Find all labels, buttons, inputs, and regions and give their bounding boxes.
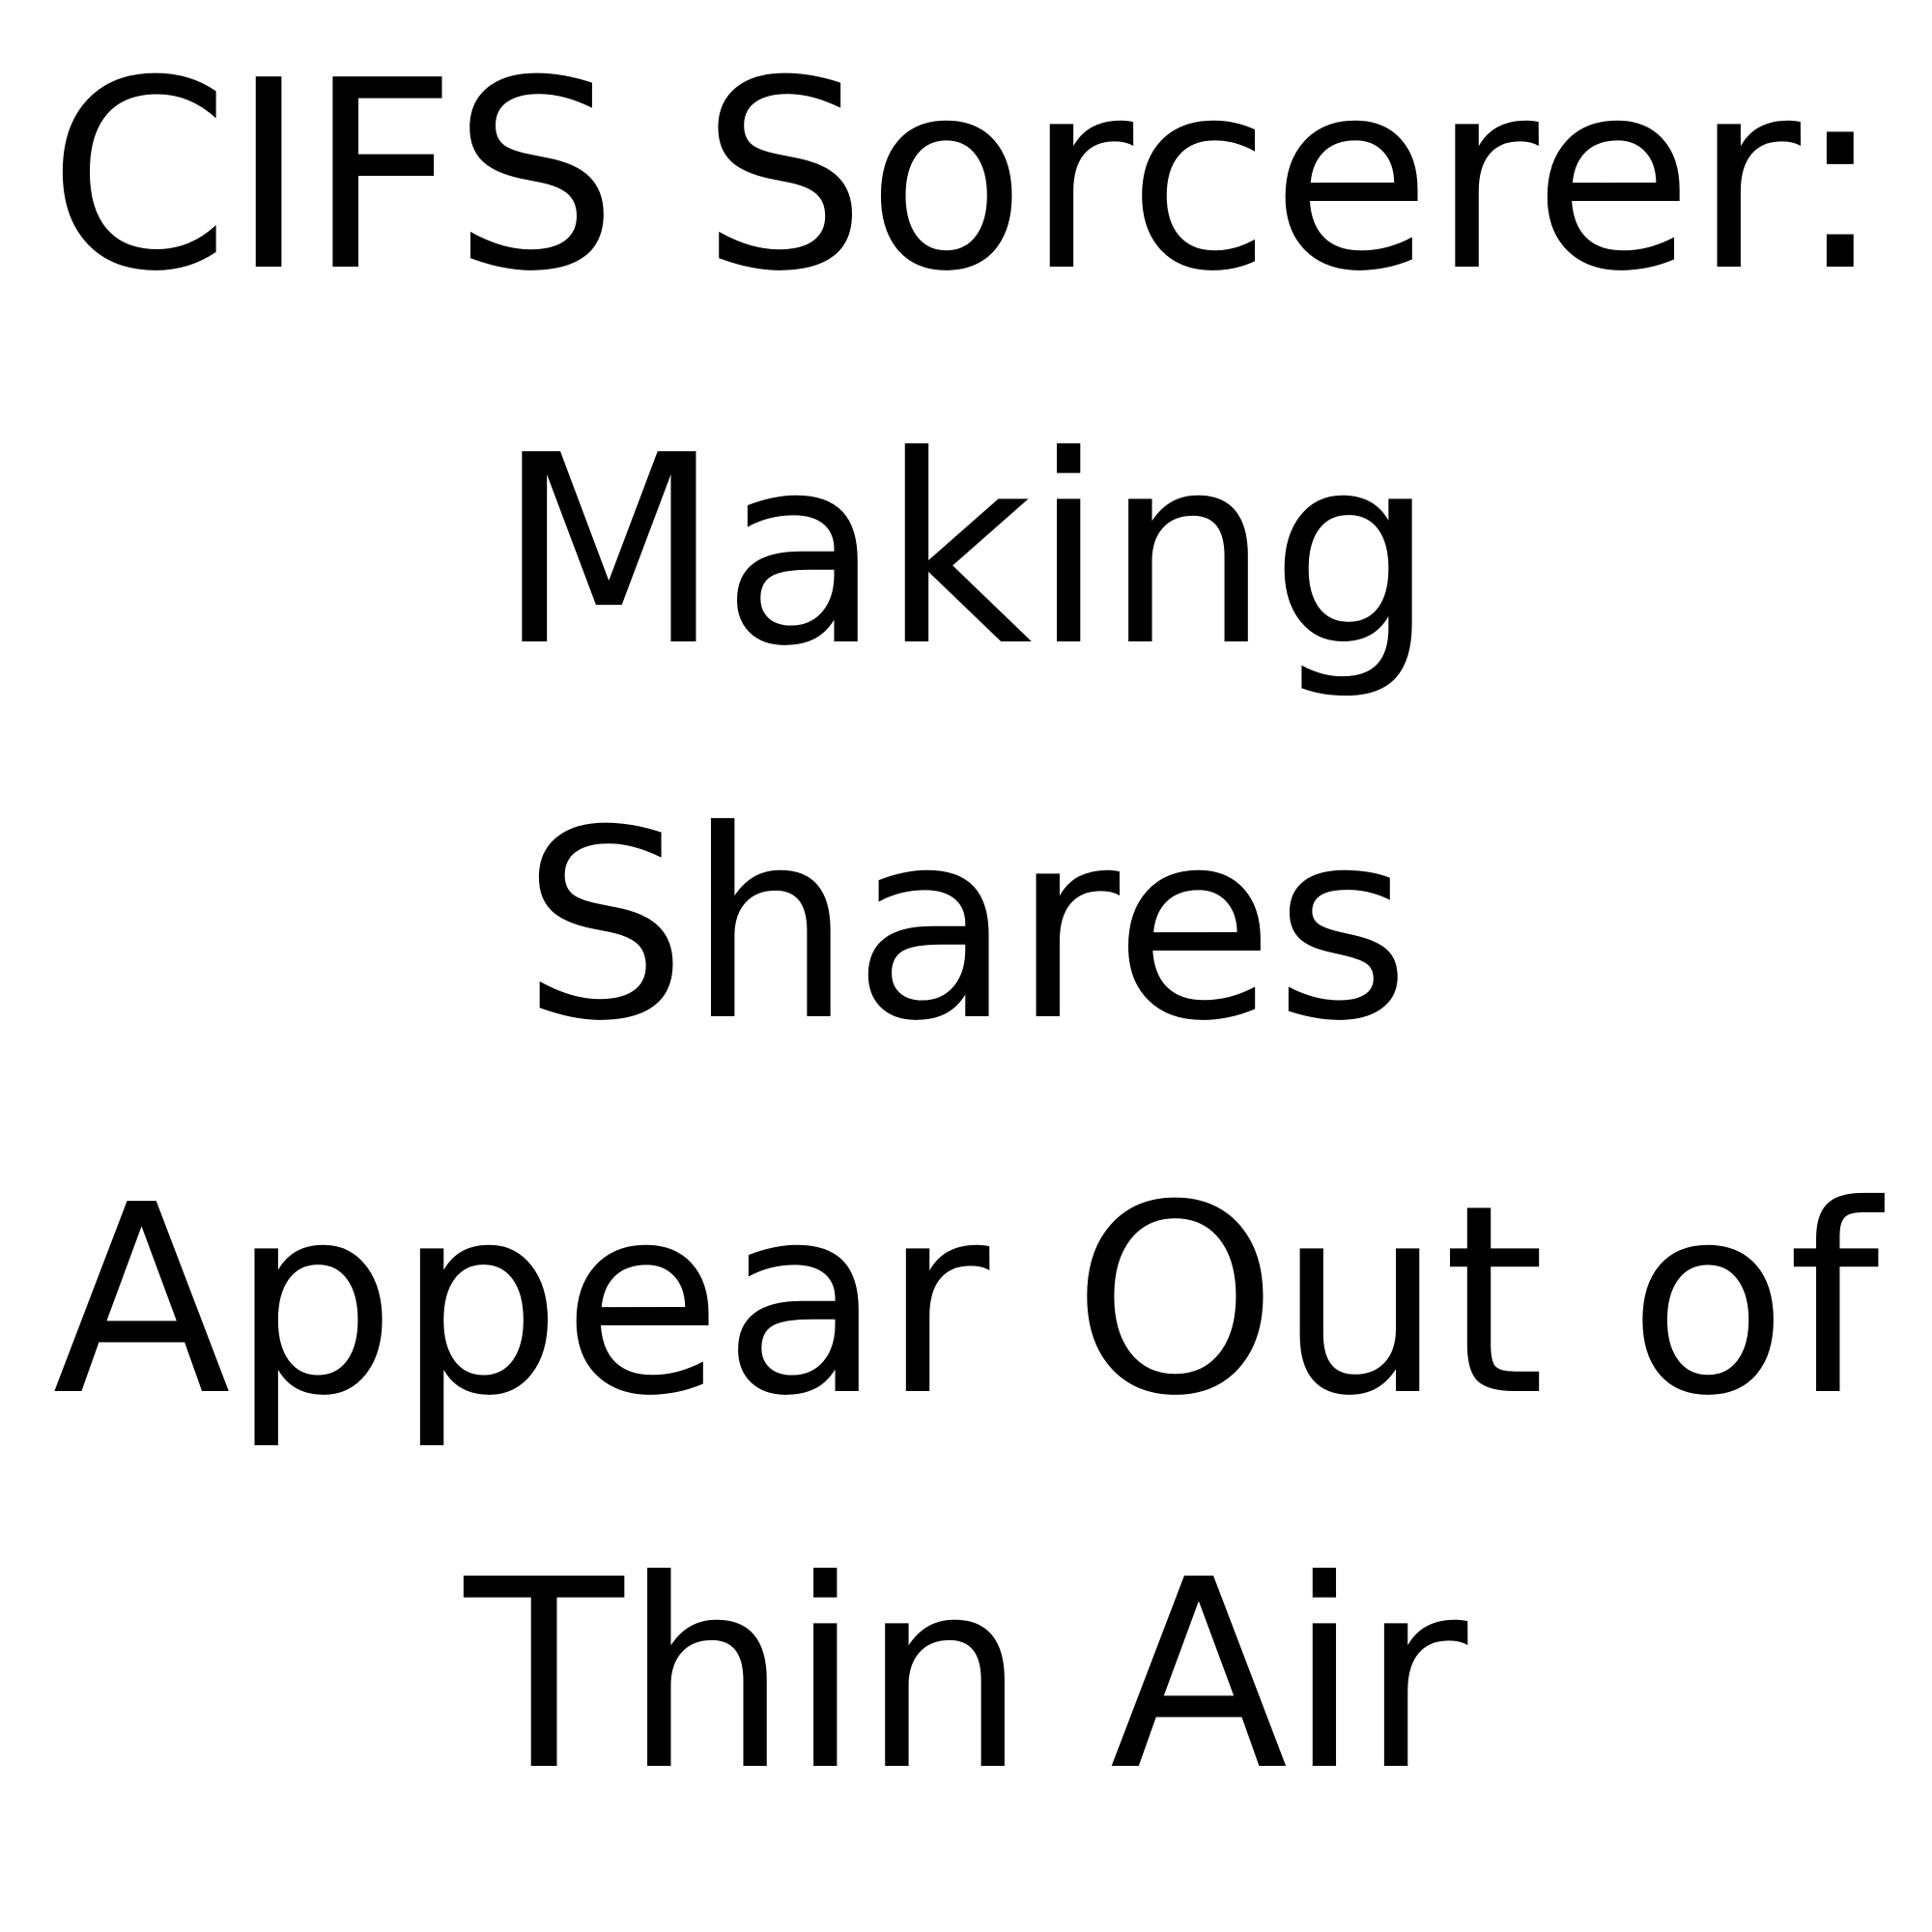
title-line-4: Appear Out of (52, 1149, 1880, 1453)
title-line-2: Making (496, 399, 1436, 703)
title-line-5: Thin Air (464, 1523, 1468, 1828)
title-line-3: Shares (522, 774, 1410, 1078)
title-line-1: CIFS Sorcerer: (47, 24, 1885, 328)
